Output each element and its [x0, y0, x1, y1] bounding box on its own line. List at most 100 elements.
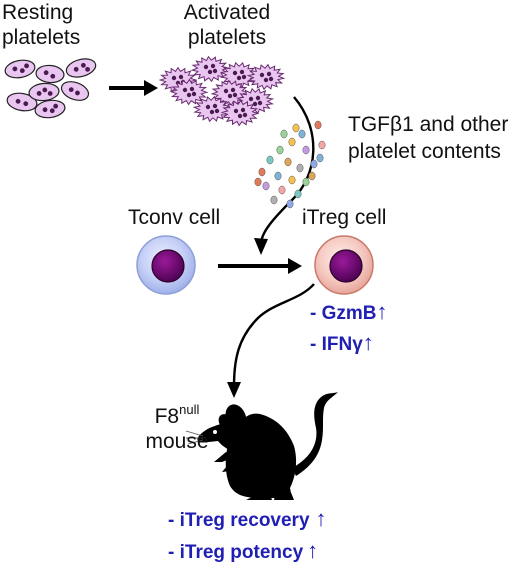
secreted-contents-icon: [254, 120, 326, 209]
platelet-granule-icon: [248, 96, 254, 102]
mouse-line-2: mouse: [145, 430, 209, 453]
effect-ifng: - IFNγ↑: [310, 330, 374, 356]
resting-line-1: Resting: [2, 1, 74, 24]
platelet-granule-icon: [268, 76, 274, 82]
secreted-granule-icon: [288, 137, 296, 147]
secreted-granule-icon: [302, 177, 310, 187]
platelet-granule-icon: [207, 69, 213, 75]
platelet-granule-icon: [239, 69, 245, 75]
secreted-granule-icon: [286, 199, 294, 209]
secreted-granule-icon: [278, 185, 286, 195]
effect-itreg-potency: - iTreg potency↑: [168, 538, 318, 564]
platelet-granule-icon: [182, 87, 188, 93]
secreted-granule-icon: [284, 157, 292, 167]
tconv-cell-icon: [136, 235, 196, 295]
mouse-label: F8null mouse: [144, 397, 210, 454]
resting-platelets-label: Resting platelets: [2, 0, 80, 50]
platelet-granule-icon: [236, 75, 242, 81]
secreted-granule-icon: [314, 120, 322, 130]
platelet-granule-icon: [266, 71, 272, 77]
secreted-granule-icon: [262, 181, 270, 191]
effect-ifng-text: - IFNγ: [310, 334, 363, 355]
whiskers-icon: [185, 430, 204, 445]
tconv-cell-label: Tconv cell: [128, 206, 221, 229]
platelet-granule-icon: [237, 113, 243, 119]
effect-gzmb: - GzmB↑: [310, 299, 388, 325]
differentiation-arrow: [218, 258, 302, 274]
secreted-granule-icon: [298, 129, 306, 139]
platelet-granule-icon: [191, 91, 197, 97]
itreg-cell-icon: [314, 235, 374, 295]
platelet-granule-icon: [210, 63, 216, 69]
secreted-granule-icon: [316, 153, 324, 163]
secreted-granule-icon: [292, 123, 300, 133]
secreted-granule-icon: [270, 195, 278, 205]
platelet-granule-icon: [230, 87, 236, 93]
mouse-strain-base: F8: [154, 405, 180, 428]
platelet-granule-icon: [263, 77, 269, 83]
platelet-granule-icon: [209, 109, 215, 115]
platelet-granule-icon: [171, 75, 177, 81]
platelet-granule-icon: [232, 70, 238, 76]
secreted-granule-icon: [258, 167, 266, 177]
platelet-granule-icon: [178, 74, 184, 80]
platelet-granule-icon: [214, 108, 220, 114]
activated-platelet-icon: [220, 99, 260, 127]
platelet-granule-icon: [203, 64, 209, 70]
secreted-granule-icon: [288, 175, 296, 185]
platelet-granule-icon: [212, 103, 218, 109]
activated-line-2: platelets: [187, 26, 267, 49]
resting-platelets-icon: [4, 58, 97, 119]
mouse-icon: [197, 392, 338, 500]
effect-potency-text: - iTreg potency: [168, 542, 304, 563]
up-arrow-icon: ↑: [376, 299, 388, 324]
platelet-granule-icon: [205, 104, 211, 110]
platelet-granule-icon: [223, 88, 229, 94]
secreted-granule-icon: [318, 140, 326, 150]
effect-itreg-recovery: - iTreg recovery↑: [168, 506, 327, 532]
platelet-granule-icon: [255, 95, 261, 101]
activated-platelet-icon: [190, 55, 230, 83]
contents-line-2: platelet contents: [348, 140, 501, 163]
transfer-arrow: [227, 283, 315, 398]
mouse-strain-sup: null: [179, 402, 200, 417]
platelet-contents-label: TGFβ1 and other platelet contents: [348, 111, 508, 165]
platelet-granule-icon: [232, 92, 238, 98]
activated-line-1: Activated: [183, 1, 271, 24]
platelet-granule-icon: [257, 100, 263, 106]
platelet-granule-icon: [227, 93, 233, 99]
activated-platelets-label: Activated platelets: [168, 0, 286, 50]
secreted-granule-icon: [280, 129, 288, 139]
resting-line-2: platelets: [2, 26, 81, 49]
platelet-granule-icon: [212, 68, 218, 74]
secreted-granule-icon: [310, 159, 318, 169]
itreg-cell-label: iTreg cell: [302, 206, 387, 229]
platelet-granule-icon: [259, 72, 265, 78]
secreted-granule-icon: [294, 189, 302, 199]
platelet-granule-icon: [242, 112, 248, 118]
platelet-granule-icon: [186, 92, 192, 98]
activated-platelet-icon: [192, 95, 232, 123]
effect-recovery-text: - iTreg recovery: [168, 510, 310, 531]
secreted-granule-icon: [308, 171, 316, 181]
contents-line-1: TGFβ1 and other: [348, 113, 509, 136]
platelet-granule-icon: [241, 74, 247, 80]
secreted-granule-icon: [266, 155, 274, 165]
activated-platelet-icon: [169, 78, 209, 106]
platelet-granule-icon: [189, 86, 195, 92]
activated-platelet-icon: [246, 63, 286, 91]
mouse-strain: F8null: [144, 397, 210, 429]
platelet-granule-icon: [240, 107, 246, 113]
secreted-granule-icon: [274, 171, 282, 181]
up-arrow-icon: ↑: [307, 538, 319, 563]
secreted-granule-icon: [302, 145, 310, 155]
platelet-granule-icon: [252, 101, 258, 107]
secreted-granule-icon: [276, 145, 284, 155]
secreted-granule-icon: [296, 163, 304, 173]
platelet-granule-icon: [233, 108, 239, 114]
activation-arrow: [109, 80, 158, 96]
up-arrow-icon: ↑: [315, 506, 327, 531]
effect-gzmb-text: - GzmB: [310, 303, 377, 324]
